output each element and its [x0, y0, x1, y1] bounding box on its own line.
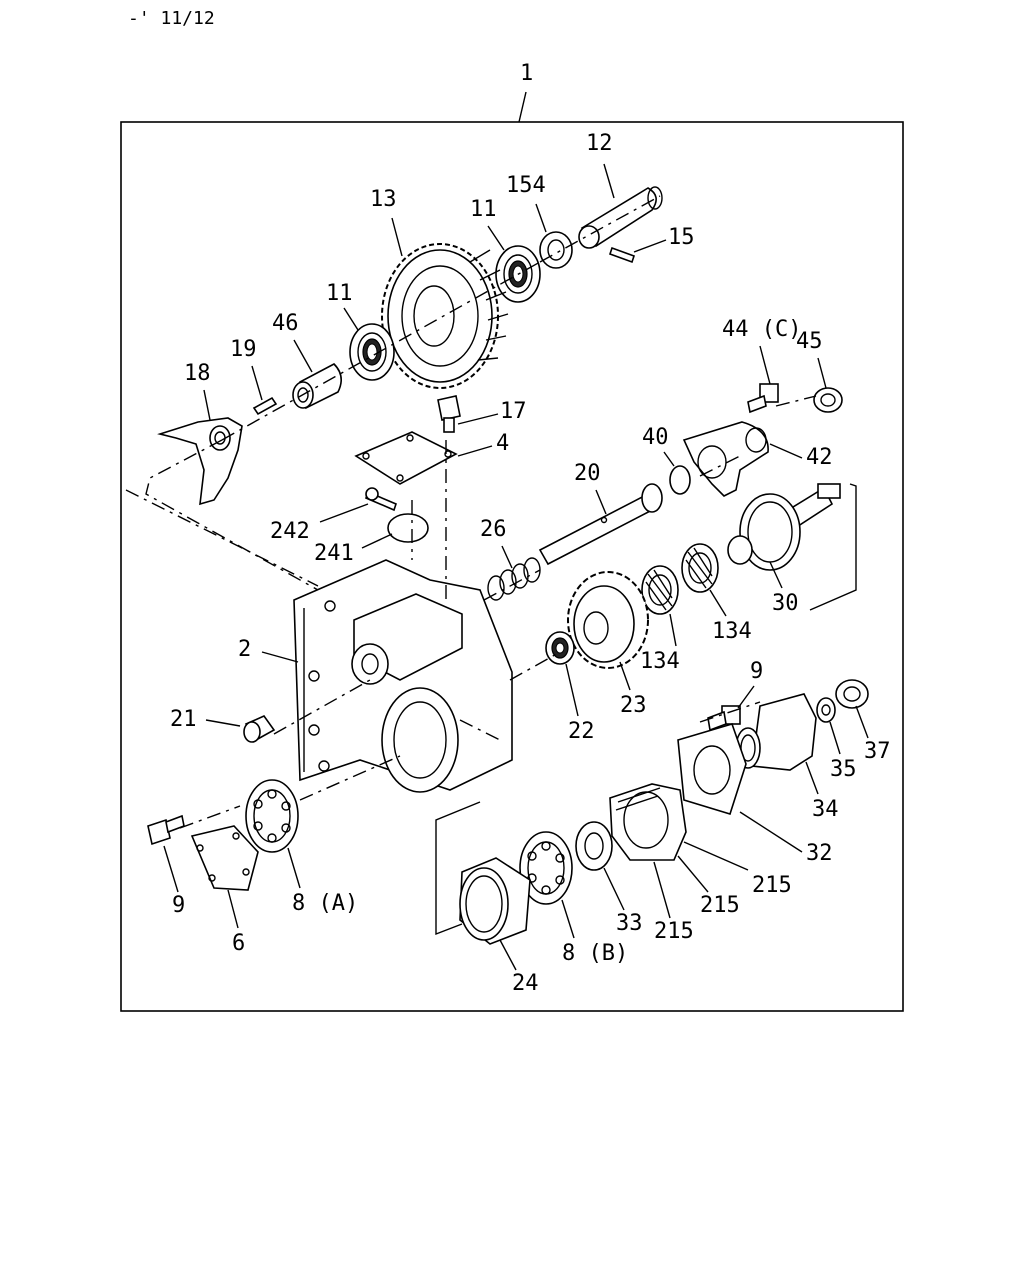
label-45[interactable]: 45: [796, 329, 823, 354]
label-44[interactable]: 44 (C): [722, 317, 801, 342]
part-17-bolt[interactable]: [437, 395, 461, 433]
part-45-nut[interactable]: [813, 387, 843, 413]
label-134-right[interactable]: 134: [712, 619, 752, 644]
label-8a[interactable]: 8 (A): [292, 891, 358, 916]
part-2-housing[interactable]: [293, 559, 513, 793]
part-215-shims[interactable]: [609, 783, 687, 861]
label-24[interactable]: 24: [512, 971, 539, 996]
label-assembly[interactable]: 1: [520, 61, 533, 86]
part-35-washer[interactable]: [816, 697, 836, 723]
part-4-cover-plate[interactable]: [354, 431, 458, 485]
label-37[interactable]: 37: [864, 739, 891, 764]
label-21[interactable]: 21: [170, 707, 197, 732]
label-34[interactable]: 34: [812, 797, 839, 822]
label-11-lower[interactable]: 11: [326, 281, 353, 306]
part-154-washer[interactable]: [539, 231, 573, 269]
part-23-bevel-gear[interactable]: [567, 571, 649, 669]
label-22[interactable]: 22: [568, 719, 595, 744]
label-46[interactable]: 46: [272, 311, 299, 336]
part-26-spring[interactable]: [487, 557, 541, 601]
page-reference: -' 11/12: [128, 8, 215, 29]
label-4[interactable]: 4: [496, 431, 509, 456]
part-242-bolt[interactable]: [365, 487, 397, 512]
label-12[interactable]: 12: [586, 131, 613, 156]
part-9-bolt-left[interactable]: [147, 814, 185, 846]
label-2[interactable]: 2: [238, 637, 251, 662]
part-22-seal[interactable]: [545, 631, 575, 665]
label-6[interactable]: 6: [232, 931, 245, 956]
label-154[interactable]: 154: [506, 173, 546, 198]
part-13-large-gear[interactable]: [381, 243, 509, 389]
part-46-bushing[interactable]: [292, 363, 342, 410]
label-215-a[interactable]: 215: [752, 873, 792, 898]
part-37-nut[interactable]: [835, 679, 869, 709]
label-8b[interactable]: 8 (B): [562, 941, 628, 966]
assembly-frame: [120, 121, 904, 1012]
label-215-c[interactable]: 215: [654, 919, 694, 944]
part-15-pin[interactable]: [608, 246, 636, 264]
label-32[interactable]: 32: [806, 841, 833, 866]
label-9-left[interactable]: 9: [172, 893, 185, 918]
label-134-left[interactable]: 134: [640, 649, 680, 674]
label-20[interactable]: 20: [574, 461, 601, 486]
label-9-right[interactable]: 9: [750, 659, 763, 684]
label-11-upper[interactable]: 11: [470, 197, 497, 222]
label-18[interactable]: 18: [184, 361, 211, 386]
label-241[interactable]: 241: [314, 541, 354, 566]
part-30-output-shaft[interactable]: [727, 483, 841, 571]
part-33-seal[interactable]: [575, 821, 613, 871]
part-34-yoke-flange[interactable]: [735, 693, 817, 771]
label-215-b[interactable]: 215: [700, 893, 740, 918]
part-24-ring-gear[interactable]: [459, 857, 531, 945]
label-242[interactable]: 242: [270, 519, 310, 544]
label-17[interactable]: 17: [500, 399, 527, 424]
label-33[interactable]: 33: [616, 911, 643, 936]
part-18-shift-fork[interactable]: [157, 417, 243, 506]
label-15[interactable]: 15: [668, 225, 695, 250]
part-8a-bearing[interactable]: [245, 779, 299, 853]
part-40-o-ring[interactable]: [669, 465, 691, 495]
label-23[interactable]: 23: [620, 693, 647, 718]
part-8b-bearing[interactable]: [519, 831, 573, 905]
part-20-shaft[interactable]: [538, 483, 663, 566]
part-32-bearing-cover[interactable]: [677, 723, 747, 815]
label-13[interactable]: 13: [370, 187, 397, 212]
label-30[interactable]: 30: [772, 591, 799, 616]
part-21-plug[interactable]: [243, 715, 276, 743]
part-6-cover-plate[interactable]: [190, 825, 259, 891]
label-19[interactable]: 19: [230, 337, 257, 362]
label-40[interactable]: 40: [642, 425, 669, 450]
part-241-cap[interactable]: [387, 513, 429, 543]
part-12-shaft[interactable]: [578, 186, 663, 249]
part-44-bolt[interactable]: [747, 383, 779, 414]
part-42-flange[interactable]: [682, 421, 769, 497]
label-42[interactable]: 42: [806, 445, 833, 470]
part-19-pin[interactable]: [252, 396, 278, 416]
label-35[interactable]: 35: [830, 757, 857, 782]
part-11-bearing-lower[interactable]: [349, 323, 395, 381]
part-134-needle-bearing-left[interactable]: [641, 565, 679, 615]
part-134-needle-bearing-right[interactable]: [681, 543, 719, 593]
label-26[interactable]: 26: [480, 517, 507, 542]
